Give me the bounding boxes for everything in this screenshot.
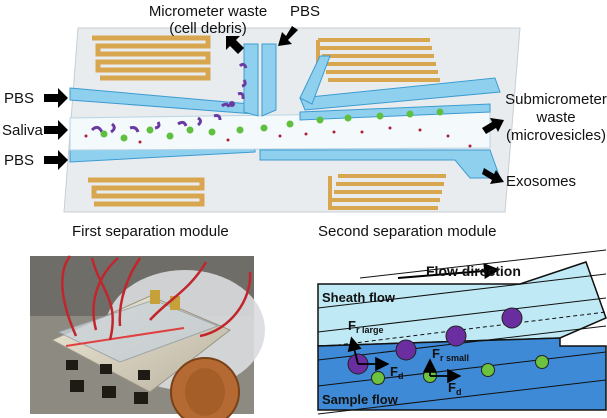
channel-network <box>69 43 501 179</box>
arrow-pbs-top <box>278 26 298 46</box>
label-fr-large: Fr large <box>348 318 383 335</box>
force-arrow-fr-large <box>347 336 362 365</box>
label-fd-left: Fd <box>390 364 403 381</box>
large-particle <box>501 307 523 329</box>
small-particle <box>371 371 385 385</box>
label-sheath-flow: Sheath flow <box>322 290 396 305</box>
arrow-pbs-upper-left <box>44 88 68 108</box>
particles <box>84 62 472 148</box>
electrode-top-right <box>316 38 440 84</box>
electrode-bottom-left <box>88 177 205 207</box>
chip-schematic: Micrometer waste (cell debris) PBS PBS S… <box>2 3 607 240</box>
label-micrometer-waste-line1: Micrometer waste <box>149 3 267 20</box>
electrode-bottom-right <box>328 174 446 210</box>
label-pbs-lower-left: PBS <box>4 152 34 169</box>
label-submicrometer-line3: (microvesicles) <box>506 127 606 144</box>
label-second-module: Second separation module <box>318 223 496 240</box>
sample-region <box>317 337 607 411</box>
label-fr-small: Fr small <box>432 346 469 363</box>
streamlines <box>317 249 607 415</box>
device-photo <box>30 255 265 418</box>
arrow-pbs-lower-left <box>44 150 68 170</box>
label-submicrometer-line1: Submicrometer <box>505 91 607 108</box>
label-saliva: Saliva <box>2 122 44 139</box>
large-particle <box>445 325 467 347</box>
label-pbs-upper-left: PBS <box>4 90 34 107</box>
arrow-saliva <box>44 120 68 140</box>
arrow-submicrometer <box>482 118 504 134</box>
small-particle <box>481 363 495 377</box>
label-submicrometer-line2: waste <box>535 109 575 126</box>
arrow-exosomes <box>482 168 504 184</box>
flow-arrows <box>44 26 504 184</box>
label-fd-right: Fd <box>448 380 461 397</box>
force-diagram: Flow direction Sheath flow Sample flow F… <box>317 249 607 415</box>
electrode-top-left <box>92 35 211 81</box>
label-flow-direction: Flow direction <box>426 263 521 279</box>
arrow-micrometer-waste <box>226 36 244 54</box>
label-sample-flow: Sample flow <box>322 392 399 407</box>
large-particle <box>395 339 417 361</box>
label-pbs-top: PBS <box>290 3 320 20</box>
label-first-module: First separation module <box>72 223 229 240</box>
label-exosomes: Exosomes <box>506 173 576 190</box>
label-micrometer-waste-line2: (cell debris) <box>169 20 247 37</box>
small-particle <box>535 355 549 369</box>
flow-direction-arrow <box>397 263 500 279</box>
